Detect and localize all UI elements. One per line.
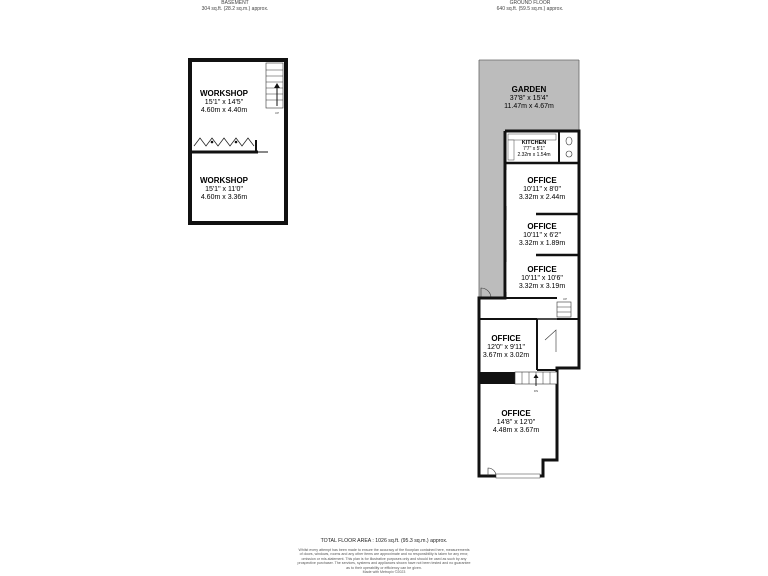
disclaimer-line: omission or mis-statement. This plan is … [301,556,467,561]
disclaimer-line: as to their operability or efficiency ca… [346,565,422,570]
kitchen-counter [507,133,557,141]
room-name: KITCHEN [522,140,546,146]
room-imperial: 12'0" x 9'11" [487,344,525,351]
room-imperial: 10'11" x 8'0" [523,186,561,193]
room-name: OFFICE [527,222,557,231]
room-metric: 4.60m x 4.40m [201,107,247,114]
room-workshop-upper: WORKSHOP 15'1" x 14'5" 4.60m x 4.40m [200,89,249,114]
basement-title: BASEMENT [221,0,249,6]
middle-stairs [514,371,558,386]
basement-outline [188,58,288,225]
folding-door [193,137,255,147]
basement-plan: UP WORKSHOP 15'1" x 14'5" 4.60m x 4.40m … [188,58,288,225]
room-metric: 3.32m x 3.19m [519,283,565,290]
ground-floor-outline [477,129,581,478]
ground-floor-plan: UP DN GARDEN 37'8" x 15'4" 1 [477,59,581,479]
ground-floor-area: 640 sq.ft. (59.5 sq.m.) approx. [496,6,564,12]
basement-stairs [265,62,284,109]
room-imperial: 7'7" x 5'1" [523,146,545,152]
room-name: OFFICE [501,409,531,418]
room-kitchen: KITCHEN 7'7" x 5'1" 2.32m x 1.54m [517,140,550,158]
ground-floor-title: GROUND FLOOR [509,0,551,6]
room-office-5: OFFICE 14'8" x 12'0" 4.48m x 3.67m [493,409,539,434]
basin-icon [565,150,573,158]
middle-stair-dn-label: DN [534,389,538,393]
room-imperial: 37'8" x 15'4" [510,95,549,102]
ground-stair-up-label: UP [563,297,567,301]
room-metric: 4.48m x 3.67m [493,427,539,434]
total-floor-area: TOTAL FLOOR AREA : 1026 sq.ft. (95.3 sq.… [320,538,448,544]
room-office-3: OFFICE 10'11" x 10'6" 3.32m x 3.19m [519,265,565,290]
kitchen-counter [507,139,515,161]
door-handle [234,140,238,144]
disclaimer-line: of doors, windows, rooms and any other i… [299,552,469,557]
disclaimer-line: Whilst every attempt has been made to en… [298,548,470,552]
room-name: GARDEN [512,85,547,94]
room-metric: 2.32m x 1.54m [517,152,550,158]
basement-stair-up-label: UP [275,111,279,115]
room-imperial: 15'1" x 11'0" [205,186,243,193]
chimney-breast [479,372,515,384]
room-metric: 3.32m x 2.44m [519,194,565,201]
room-imperial: 10'11" x 10'6" [521,275,563,282]
basement-header: BASEMENT 304 sq.ft. (28.2 sq.m.) approx. [170,0,300,12]
room-office-1: OFFICE 10'11" x 8'0" 3.32m x 2.44m [519,176,565,201]
room-metric: 3.32m x 1.89m [519,240,565,247]
room-name: OFFICE [491,334,521,343]
room-office-2: OFFICE 10'11" x 6'2" 3.32m x 1.89m [519,222,565,247]
room-name: WORKSHOP [200,89,249,98]
basement-area: 304 sq.ft. (28.2 sq.m.) approx. [201,6,269,12]
room-metric: 4.60m x 3.36m [201,194,247,201]
room-imperial: 15'1" x 14'5" [205,99,244,106]
room-office-4: OFFICE 12'0" x 9'11" 3.67m x 3.02m [483,334,529,359]
cupboard [544,329,557,352]
room-metric: 11.47m x 4.67m [504,103,554,110]
room-workshop-lower: WORKSHOP 15'1" x 11'0" 4.60m x 3.36m [200,176,249,201]
toilet-icon [565,136,573,146]
ground-floor-header: GROUND FLOOR 640 sq.ft. (59.5 sq.m.) app… [465,0,595,12]
room-metric: 3.67m x 3.02m [483,352,529,359]
disclaimer-line: prospective purchaser. The services, sys… [297,561,471,566]
ground-stairs [556,301,572,318]
disclaimer: Whilst every attempt has been made to en… [0,548,768,574]
room-garden: GARDEN 37'8" x 15'4" 11.47m x 4.67m [504,85,554,110]
room-imperial: 14'8" x 12'0" [497,419,536,426]
door-handle [210,140,214,144]
room-name: OFFICE [527,176,557,185]
shopfront-window [495,473,541,479]
copyright-line: Made with Metropix ©2023 [362,570,406,575]
room-name: OFFICE [527,265,557,274]
room-name: WORKSHOP [200,176,249,185]
room-imperial: 10'11" x 6'2" [523,232,561,239]
